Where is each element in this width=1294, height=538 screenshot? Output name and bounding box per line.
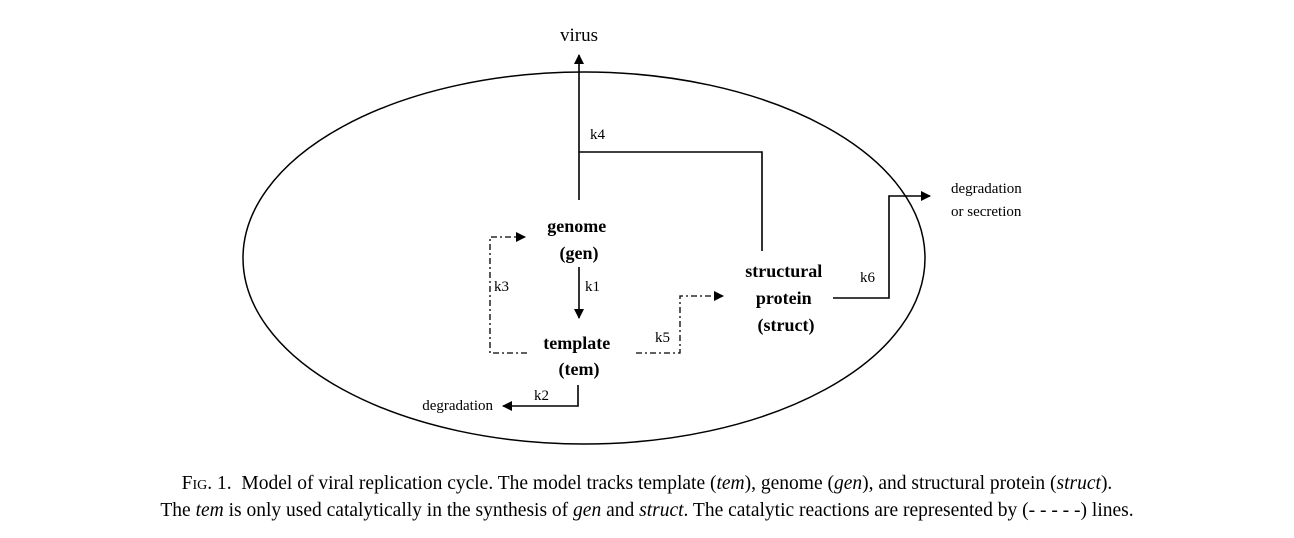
genome-node-line1: genome xyxy=(547,216,606,236)
rate-k5: k5 xyxy=(655,330,670,346)
fig-number: 1. xyxy=(217,473,232,494)
caption-text-1b: ), genome ( xyxy=(744,473,834,494)
caption-gen-1: gen xyxy=(833,473,863,494)
degradation-secretion-line1: degradation xyxy=(951,181,1022,197)
caption-tem-1: tem xyxy=(716,473,745,494)
template-node: template (tem) xyxy=(543,333,614,380)
caption-line-1: Fig. 1. Model of viral replication cycle… xyxy=(0,470,1294,497)
rate-k4: k4 xyxy=(590,127,606,143)
template-node-line1: template xyxy=(543,333,610,353)
fig-label: Fig. xyxy=(181,473,213,494)
caption-struct-2: struct xyxy=(639,500,684,521)
caption-text-2b: is only used catalytically in the synthe… xyxy=(223,500,574,521)
struct-node-line2: protein xyxy=(756,288,812,308)
struct-to-virus-line xyxy=(579,151,763,251)
degradation-secretion-line2: or secretion xyxy=(951,204,1022,220)
caption-line-2: The tem is only used catalytically in th… xyxy=(0,497,1294,524)
structural-protein-node: structural protein (struct) xyxy=(745,261,826,336)
degradation-left-label: degradation xyxy=(422,398,493,414)
caption-tem-2: tem xyxy=(195,500,224,521)
template-degradation-arrow xyxy=(502,385,579,411)
genome-node-line2: (gen) xyxy=(560,243,599,264)
struct-node-line3: (struct) xyxy=(758,315,815,336)
degradation-secretion-label: degradation or secretion xyxy=(951,181,1026,220)
caption-text-1c: ), and structural protein ( xyxy=(862,473,1057,494)
catalytic-k3-line xyxy=(489,232,527,354)
template-node-line2: (tem) xyxy=(559,359,600,380)
virus-label: virus xyxy=(560,25,598,46)
struct-degradation-arrow xyxy=(833,191,931,299)
rate-k3: k3 xyxy=(494,279,509,295)
rate-k1: k1 xyxy=(585,279,600,295)
viral-replication-diagram: virus k4 genome (gen) k1 template (tem) … xyxy=(242,25,1026,445)
genome-node: genome (gen) xyxy=(547,216,610,264)
caption-text-2d: . The catalytic reactions are represente… xyxy=(683,500,1134,521)
rate-k2: k2 xyxy=(534,388,549,404)
caption-text-2c: and xyxy=(601,500,640,521)
caption-text-1d: ). xyxy=(1100,473,1113,494)
caption-text-2a: The xyxy=(160,500,196,521)
struct-node-line1: structural xyxy=(745,261,822,281)
rate-k6: k6 xyxy=(860,270,876,286)
caption-gen-2: gen xyxy=(573,500,602,521)
caption-struct-1: struct xyxy=(1056,473,1101,494)
catalytic-k5-line xyxy=(636,291,724,354)
cell-membrane xyxy=(242,71,926,445)
caption-text-1a: Model of viral replication cycle. The mo… xyxy=(241,473,717,494)
figure-caption: Fig. 1. Model of viral replication cycle… xyxy=(0,470,1294,524)
